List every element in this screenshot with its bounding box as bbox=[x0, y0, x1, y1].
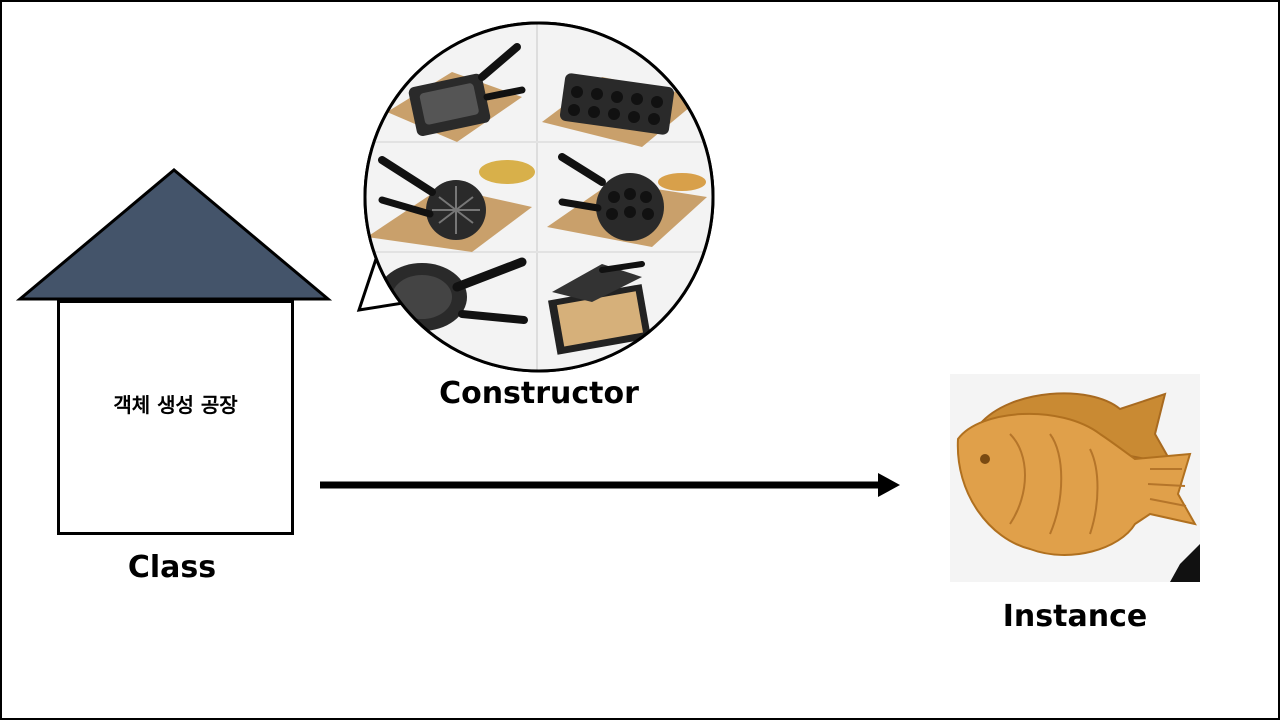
class-label: Class bbox=[127, 550, 217, 585]
pan-fish-mold-icon bbox=[387, 43, 526, 142]
constructor-bubble bbox=[356, 21, 715, 373]
house-roof bbox=[15, 168, 333, 301]
arrow-right-icon bbox=[320, 473, 900, 497]
house-body: 객체 생성 공장 bbox=[57, 300, 294, 535]
pan-round-mold-icon bbox=[547, 153, 707, 247]
constructor-label: Constructor bbox=[439, 376, 639, 411]
pan-molds-photo-grid bbox=[366, 24, 712, 370]
fish-shaped-bread-photo bbox=[950, 374, 1200, 582]
instance-label: Instance bbox=[1002, 599, 1148, 634]
pan-waffle-icon bbox=[367, 156, 535, 252]
pan-takoyaki-tray-icon bbox=[542, 73, 702, 147]
pan-open-rect-mold-icon bbox=[548, 261, 652, 355]
house-text: 객체 생성 공장 bbox=[113, 393, 238, 417]
